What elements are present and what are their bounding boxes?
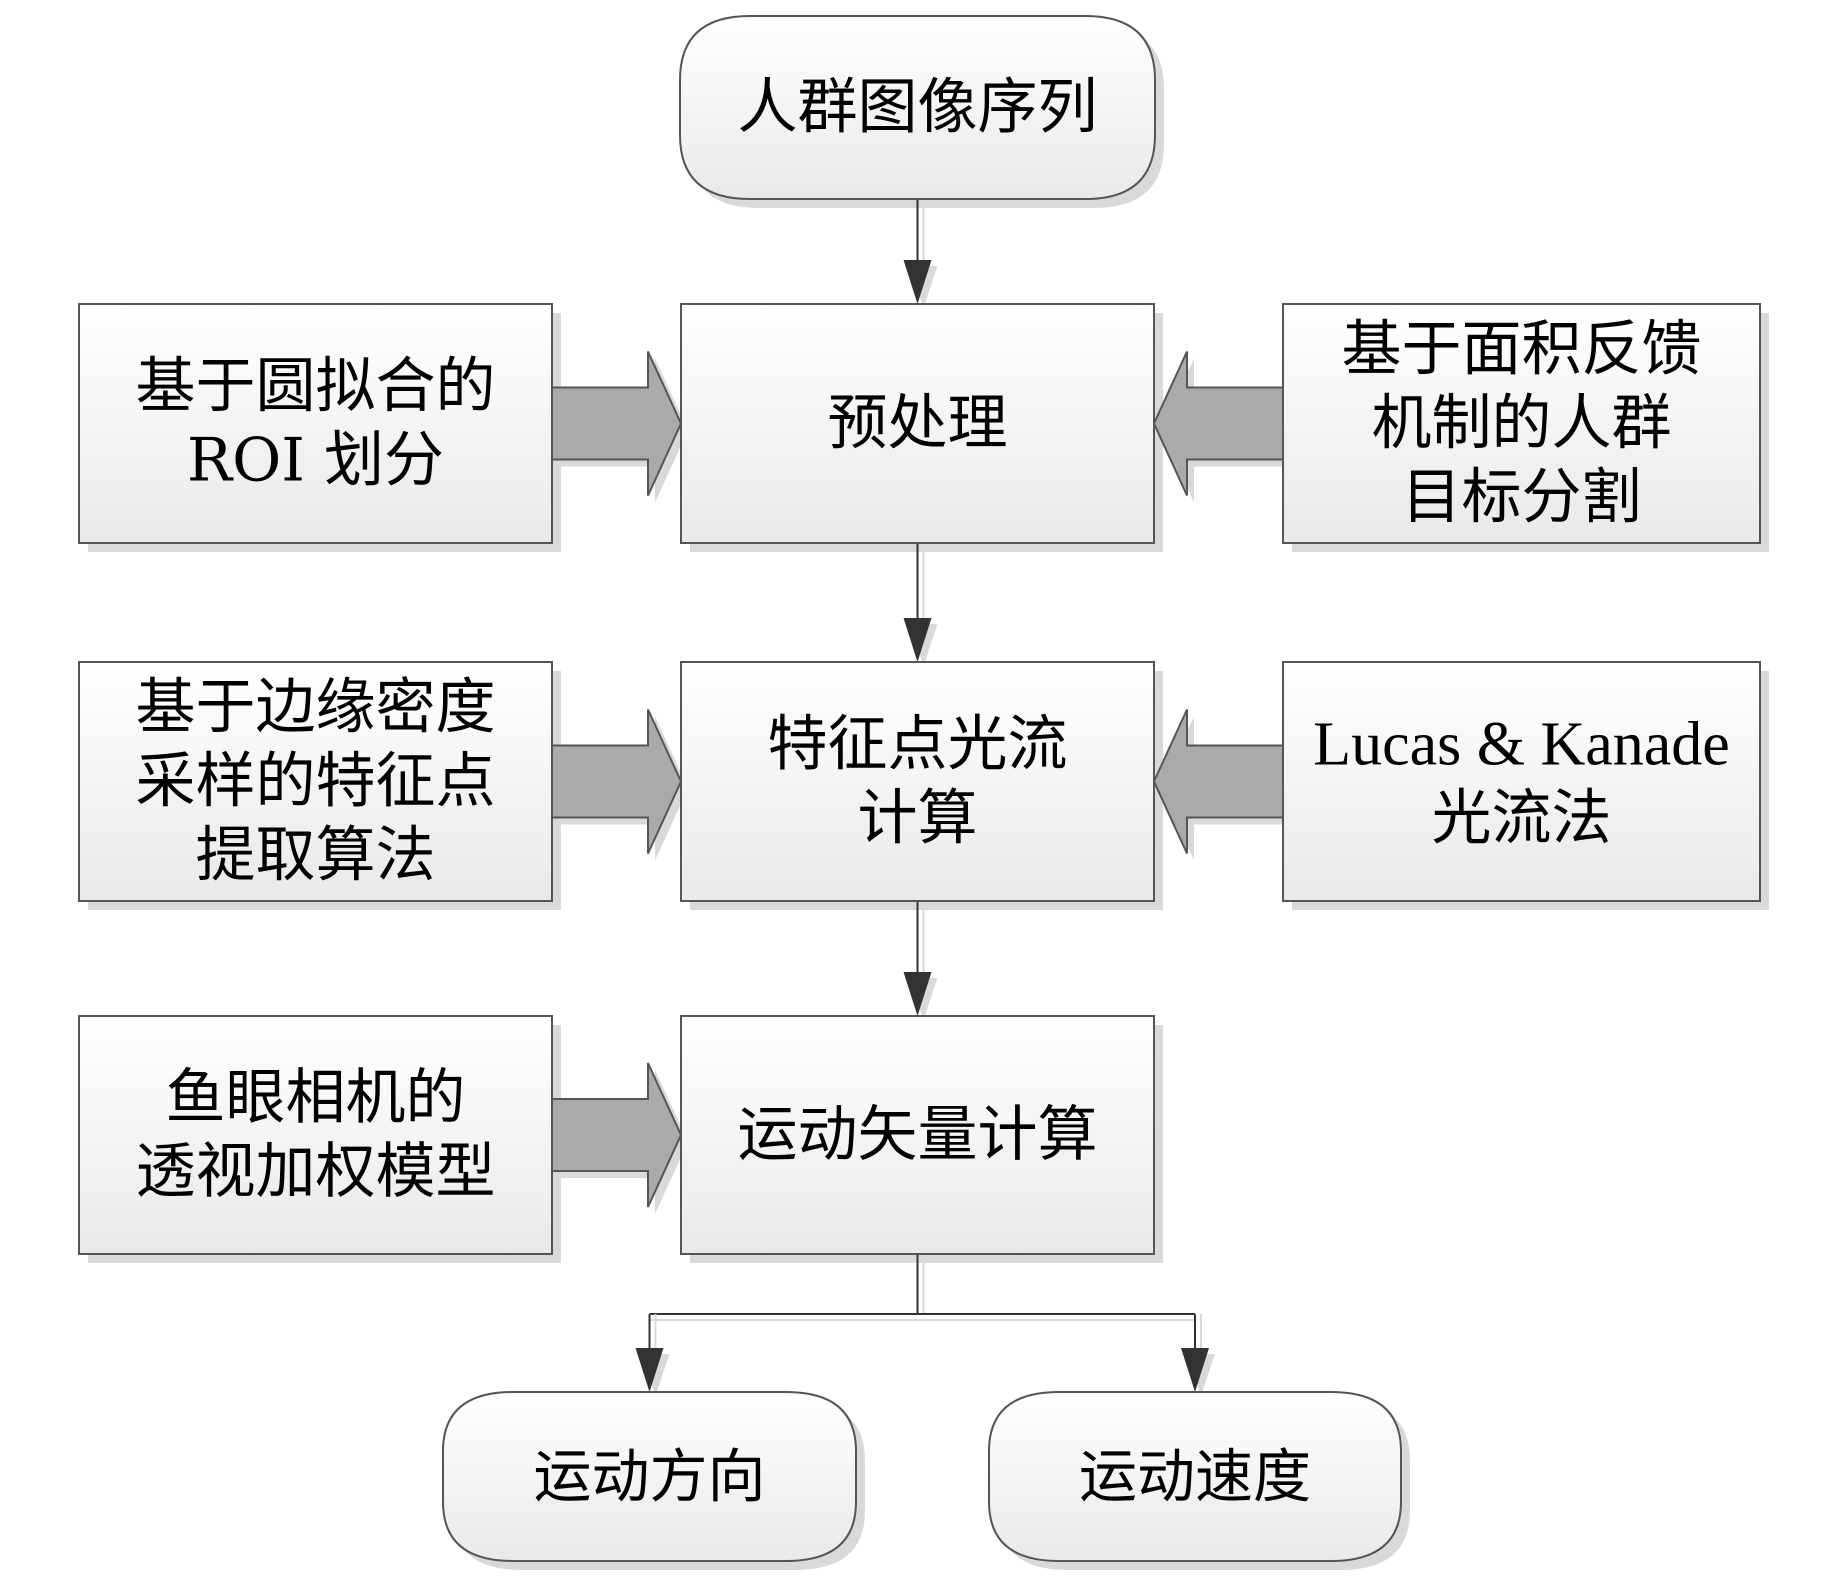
edge-motion-vector-to-speed-arrowhead-icon <box>1181 1348 1209 1392</box>
node-optical-flow-label-line: 特征点光流 <box>768 710 1068 780</box>
node-segmentation-label-line: 基于面积反馈 <box>1342 315 1702 385</box>
node-direction-terminal-shape <box>442 1391 857 1562</box>
node-optical-flow-box <box>680 661 1155 902</box>
node-lucas-kanade-label-line: 光流法 <box>1432 784 1612 854</box>
connector-layer <box>635 199 1215 1396</box>
node-roi-label-line: 基于圆拟合的 <box>136 352 496 422</box>
node-motion-vector: 运动矢量计算 <box>680 1015 1155 1255</box>
block-arrow-roi-to-preprocess-icon <box>551 351 683 496</box>
node-fisheye-label-line: 透视加权模型 <box>136 1137 496 1207</box>
node-optical-flow-label-line: 计算 <box>858 784 978 854</box>
node-preprocess-label-line: 预处理 <box>828 389 1008 459</box>
node-fisheye-label-line: 鱼眼相机的 <box>166 1063 466 1133</box>
node-segmentation-label-line: 机制的人群 <box>1372 389 1672 459</box>
node-input: 人群图像序列 <box>679 15 1156 200</box>
node-direction-label-line: 运动方向 <box>533 1443 765 1511</box>
node-feature-extract-label-line: 基于边缘密度 <box>136 673 496 743</box>
node-input-label-line: 人群图像序列 <box>738 73 1098 143</box>
edge-preprocess-to-optical-flow-arrowhead-icon <box>903 618 932 662</box>
node-roi-label-line: ROI 划分 <box>187 426 444 496</box>
node-direction: 运动方向 <box>442 1391 857 1562</box>
node-speed: 运动速度 <box>988 1391 1402 1562</box>
node-speed-label-line: 运动速度 <box>1079 1443 1311 1511</box>
node-feature-extract-label-line: 采样的特征点 <box>136 747 496 817</box>
node-preprocess: 预处理 <box>680 303 1155 544</box>
edge-optical-flow-to-motion-vector-arrowhead-icon <box>903 972 932 1016</box>
node-segmentation-box <box>1282 303 1761 544</box>
node-preprocess-box <box>680 303 1155 544</box>
node-feature-extract-box <box>78 661 553 902</box>
node-speed-terminal-shape <box>988 1391 1402 1562</box>
node-segmentation-label-line: 目标分割 <box>1402 463 1642 533</box>
node-lucas-kanade-label-line: Lucas & Kanade <box>1313 711 1730 779</box>
node-motion-vector-label-line: 运动矢量计算 <box>738 1100 1098 1170</box>
node-input-terminal-shape <box>679 15 1156 200</box>
node-fisheye-box <box>78 1015 553 1255</box>
edge-input-to-preprocess-arrowhead-icon <box>903 260 932 304</box>
node-feature-extract-label-line: 提取算法 <box>196 821 436 891</box>
block-arrow-segmentation-to-preprocess-icon <box>1152 351 1284 496</box>
block-arrow-lucas-kanade-to-optical-flow-icon <box>1152 709 1284 854</box>
node-roi-box <box>78 303 553 544</box>
node-lucas-kanade-box <box>1282 661 1761 902</box>
edge-motion-vector-to-direction-arrowhead-icon <box>635 1348 664 1392</box>
block-arrow-fisheye-to-motion-vector-icon <box>551 1062 683 1208</box>
node-motion-vector-box <box>680 1015 1155 1255</box>
block-arrow-layer <box>551 351 1290 1214</box>
block-arrow-feature-extract-to-optical-flow-icon <box>551 709 683 854</box>
